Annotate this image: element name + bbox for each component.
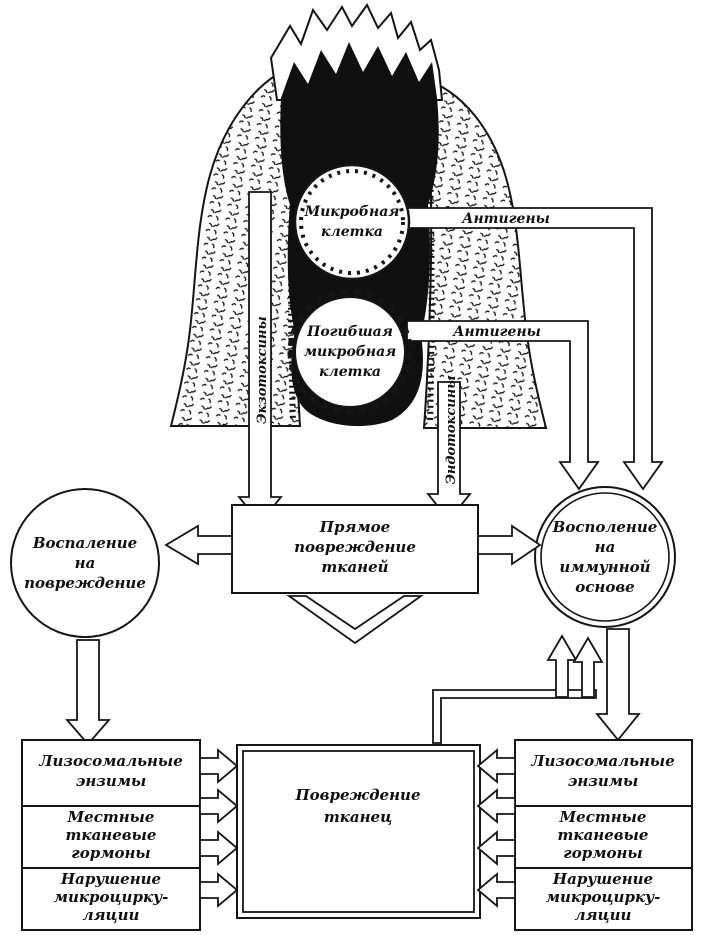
left-stack-label: тканевые — [66, 826, 157, 844]
left-factor-stack — [21, 739, 201, 931]
microbial-cell — [293, 163, 411, 281]
antigens-arrows — [406, 207, 664, 491]
toxin-arrows — [237, 191, 472, 525]
small-left-arrow — [476, 748, 516, 784]
right-stack-label: энзимы — [568, 772, 639, 790]
small-right-arrow — [199, 788, 239, 824]
arrow-to-right-circle — [477, 524, 542, 566]
left-stack-label: ляции — [83, 906, 140, 924]
right-circle-label: Восполение — [552, 518, 658, 536]
small-left-arrow — [476, 788, 516, 824]
right-stack-label: Лизосомальные — [530, 752, 674, 770]
direct-damage-label: Прямое — [319, 518, 390, 536]
labels: Микробная клетка Погибшая микробная клет… — [24, 204, 675, 924]
right-circle-label: на — [595, 538, 616, 556]
left-stack-label: микроцирку- — [54, 888, 169, 906]
left-stack-label: энзимы — [76, 772, 147, 790]
gum-right-edge — [425, 111, 435, 425]
left-circle-label: на — [75, 554, 96, 572]
antigens-top-arrow — [406, 207, 664, 491]
right-inflammation-circle — [534, 486, 676, 628]
left-stack-label: Лизосомальные — [38, 752, 182, 770]
gum-left-edge — [288, 109, 299, 423]
left-stack-arrows — [199, 748, 239, 908]
right-stack-label: ляции — [575, 906, 632, 924]
left-stack-label: Местные — [67, 808, 155, 826]
right-stack-label: Нарушение — [552, 870, 653, 888]
left-circle-down-arrow — [65, 639, 111, 746]
direct-damage-label: повреждение — [294, 538, 416, 556]
small-right-arrow — [199, 872, 239, 908]
right-circle-label: иммунной — [559, 558, 650, 576]
right-stack-arrows — [476, 748, 516, 908]
tissue-damage-label: Повреждение — [294, 786, 420, 804]
antigens-top-label: Антигены — [461, 211, 550, 227]
dead-cell-label: Погибшая — [306, 324, 393, 340]
right-factor-stack — [514, 739, 693, 931]
antigens-mid-arrow — [406, 320, 600, 491]
right-circle-label: основе — [575, 578, 634, 596]
small-right-arrow — [199, 748, 239, 784]
microbial-cell-label: Микробная — [304, 204, 400, 220]
direct-damage-label: тканей — [321, 558, 388, 576]
left-inflammation-circle — [10, 488, 160, 638]
dead-cell-label: микробная — [304, 344, 397, 360]
right-stack-label: микроцирку- — [546, 888, 661, 906]
endotoxins-label: Эндотоксины — [444, 376, 459, 485]
microbial-cell-label: клетка — [321, 224, 383, 240]
small-right-arrow — [199, 830, 239, 866]
arrow-to-left-circle — [164, 524, 233, 566]
right-stack-label: Местные — [559, 808, 647, 826]
feedback-up-arrow-1 — [546, 634, 578, 698]
tissue-damage-label: тканец — [324, 808, 392, 826]
small-left-arrow — [476, 872, 516, 908]
big-down-chevron — [286, 595, 424, 645]
right-circle-down-arrow — [595, 628, 641, 742]
small-left-arrow — [476, 830, 516, 866]
left-stack-label: Нарушение — [60, 870, 161, 888]
antigens-mid-label: Антигены — [452, 324, 541, 340]
left-stack-label: гормоны — [71, 844, 150, 862]
tissue-damage-box — [236, 744, 481, 919]
dead-cell-label: клетка — [319, 364, 381, 380]
feedback-band — [432, 689, 597, 744]
exotoxins-label: Экзотоксины — [255, 316, 270, 423]
right-stack-label: тканевые — [558, 826, 649, 844]
feedback-up-arrow-2 — [572, 636, 604, 698]
gum-right — [419, 76, 548, 429]
right-stack-label: гормоны — [563, 844, 642, 862]
dead-microbial-cell — [287, 289, 413, 415]
left-circle-label: повреждение — [24, 574, 146, 592]
left-circle-label: Воспаление — [32, 534, 137, 552]
